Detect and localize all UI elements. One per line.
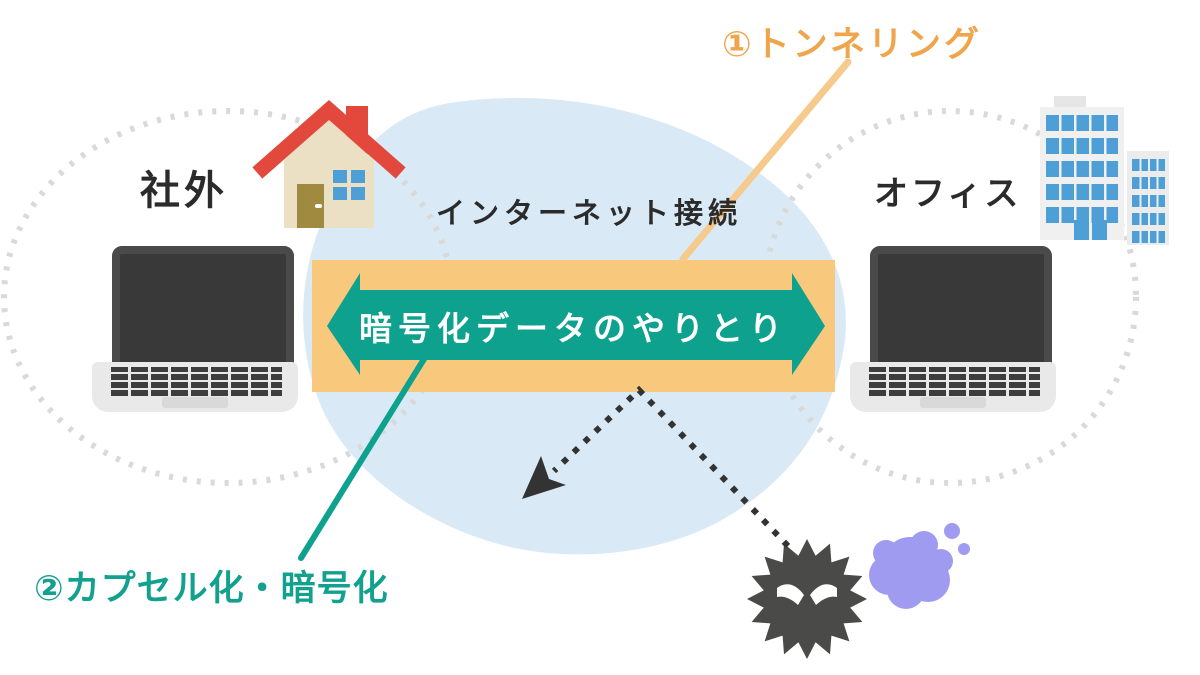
main-building-window-gaps xyxy=(1059,115,1107,223)
office-buildings-icon xyxy=(1040,96,1169,245)
office-label: オフィス xyxy=(874,175,1022,213)
splat-icon xyxy=(869,523,970,609)
double-arrow xyxy=(327,273,825,375)
office-zone-circle xyxy=(761,108,1139,486)
laptop-base xyxy=(92,362,298,412)
main-building-windows xyxy=(1046,115,1118,223)
attack-dotted-path xyxy=(551,385,791,549)
house-windows xyxy=(333,170,365,200)
outside-laptop-icon xyxy=(92,246,298,414)
virus-icon xyxy=(747,539,867,659)
office-laptop-icon xyxy=(850,246,1056,414)
house-icon xyxy=(252,100,406,228)
laptop-keyboard xyxy=(866,367,1040,398)
small-building-window-gaps xyxy=(1139,159,1159,243)
tunneling-pointer-line xyxy=(679,58,852,263)
laptop-keyboard xyxy=(108,367,282,398)
attack-deflected-arrowhead xyxy=(522,456,566,499)
internet-connection-label: インターネット接続 xyxy=(436,198,743,230)
laptop-trackpad xyxy=(162,397,228,408)
encapsulation-label: ②カプセル化・暗号化 xyxy=(34,569,389,608)
encrypted-data-exchange-label: 暗号化データのやりとり xyxy=(359,310,788,347)
encapsulation-pointer-line xyxy=(298,335,440,561)
laptop-trackpad xyxy=(920,397,986,408)
tunneling-label: ①トンネリング xyxy=(722,25,982,64)
virus-eyes xyxy=(777,584,837,605)
outside-label: 社外 xyxy=(140,169,228,213)
laptop-base xyxy=(850,362,1056,412)
